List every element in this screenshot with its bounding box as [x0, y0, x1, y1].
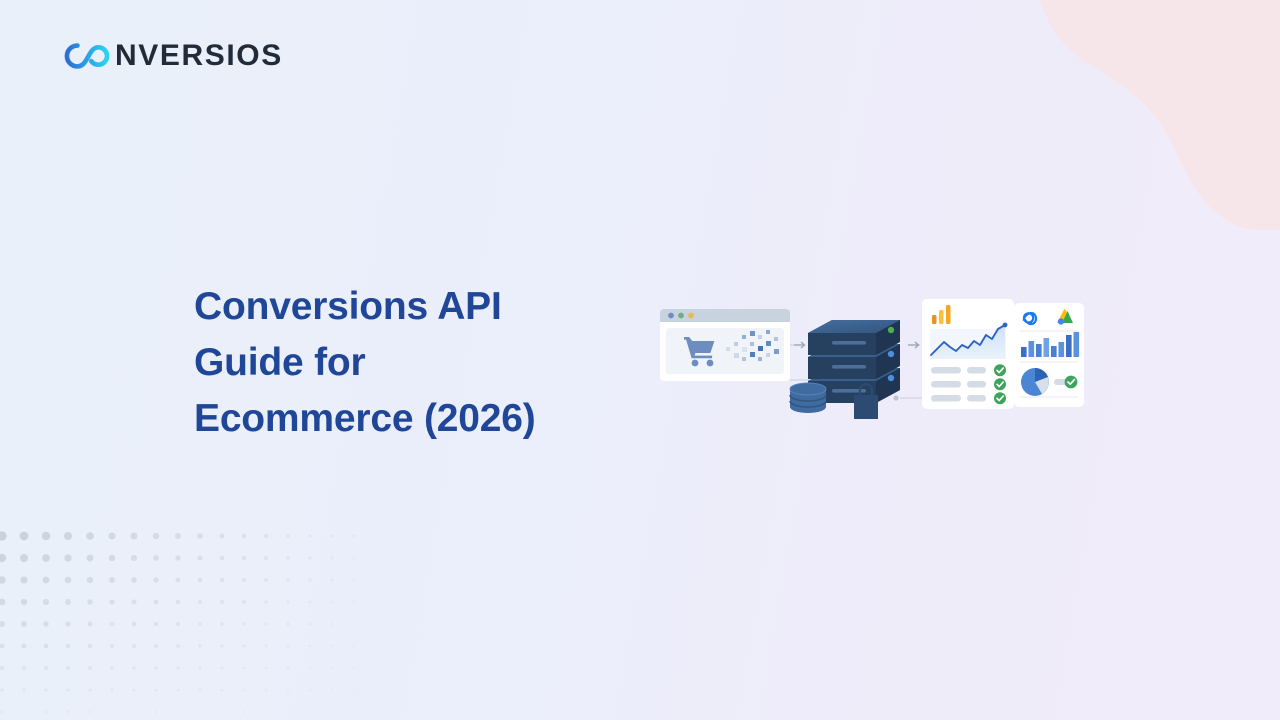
report-row	[931, 378, 1006, 391]
report-row	[931, 392, 1006, 405]
google-ads-logo-icon	[1057, 308, 1073, 325]
storefront-browser-window	[660, 309, 790, 381]
pie-chart	[1021, 368, 1049, 396]
page-title-line-2: Guide for	[194, 341, 366, 384]
shopping-bag-icon	[854, 382, 878, 419]
server-stack	[808, 320, 900, 403]
data-pixels	[726, 330, 779, 361]
report-row	[931, 364, 1006, 377]
page-title-line-3: Ecommerce (2026)	[194, 397, 536, 440]
infinity-loop-icon	[64, 43, 110, 69]
brand-logo-text: NVERSIOS	[115, 39, 283, 72]
page-title: Conversions API Guide for Ecommerce (202…	[194, 279, 624, 447]
bar-chart	[1021, 332, 1080, 357]
line-chart-trending-up	[930, 322, 1008, 359]
brand-logo[interactable]: NVERSIOS	[60, 36, 283, 76]
page-title-line-1: Conversions API	[194, 285, 502, 328]
ad-platforms-card	[1014, 303, 1084, 407]
illustration-conversions-api-data-flow	[650, 285, 1100, 440]
decorative-blob-shape	[1040, 0, 1280, 230]
arrow-server-to-cards	[908, 341, 920, 349]
shopping-cart-icon	[684, 337, 715, 367]
google-analytics-icon	[932, 305, 951, 324]
arrow-browser-to-server	[794, 341, 806, 349]
report-rows	[931, 364, 1006, 405]
decorative-dot-grid	[0, 531, 356, 714]
analytics-report-card	[922, 299, 1014, 409]
meta-logo-icon	[1022, 311, 1038, 326]
database-cylinder	[789, 382, 827, 413]
